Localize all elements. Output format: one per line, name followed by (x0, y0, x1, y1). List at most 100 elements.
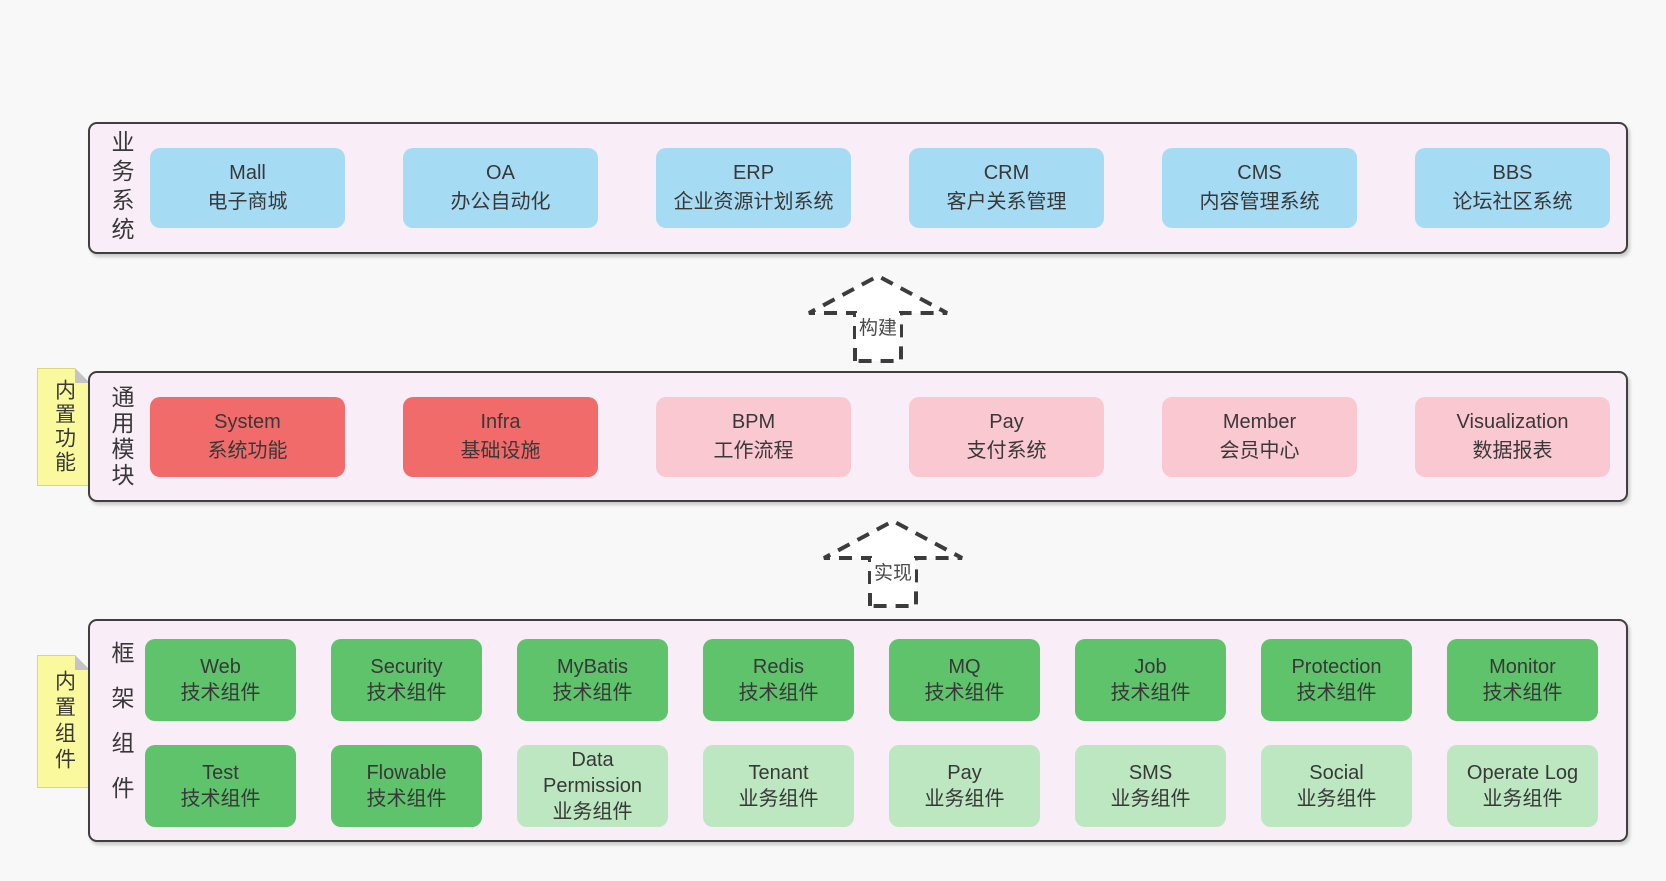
card-pay: Pay 支付系统 (909, 396, 1104, 477)
card-subtitle: 数据报表 (1472, 439, 1553, 462)
card-bbs: BBS 论坛社区系统 (1415, 148, 1610, 228)
card-subtitle: 技术组件 (924, 682, 1005, 704)
card-title: Pay (989, 410, 1024, 433)
card-title: Web (200, 656, 241, 678)
card-subtitle: 支付系统 (966, 439, 1047, 462)
card-mall: Mall 电子商城 (150, 148, 345, 228)
card-subtitle: 基础设施 (460, 439, 541, 462)
sticky-components-label: 内置组件 (52, 669, 76, 774)
band-framework-label: 框架组件 (108, 640, 134, 821)
card-subtitle: 办公自动化 (450, 191, 551, 213)
card-subtitle: 技术组件 (180, 682, 261, 704)
card-tenant: Tenant 业务组件 (703, 745, 854, 827)
card-job: Job 技术组件 (1075, 639, 1226, 721)
card-title: Protection (1291, 656, 1382, 678)
card-mybatis: MyBatis 技术组件 (517, 639, 668, 721)
card-subtitle: 论坛社区系统 (1452, 191, 1573, 213)
card-system: System 系统功能 (150, 396, 345, 477)
card-visualization: Visualization 数据报表 (1415, 396, 1610, 477)
card-title: BBS (1492, 162, 1533, 184)
card-title: Social (1309, 762, 1364, 784)
card-title: System (214, 410, 281, 433)
card-member: Member 会员中心 (1162, 396, 1357, 477)
card-web: Web 技术组件 (145, 639, 296, 721)
card-subtitle: 技术组件 (366, 788, 447, 810)
card-subtitle: 业务组件 (924, 788, 1005, 810)
arrow-implement: 实现 (820, 516, 966, 608)
card-subtitle: 技术组件 (366, 682, 447, 704)
arrow-build: 构建 (805, 271, 951, 363)
card-title: MQ (948, 656, 981, 678)
card-subtitle: 工作流程 (713, 439, 794, 462)
card-title: Member (1222, 410, 1297, 433)
card-title: Security (370, 656, 443, 678)
sticky-features-label: 内置功能 (52, 379, 76, 475)
business-box-row: Mall 电子商城 OA 办公自动化 ERP 企业资源计划系统 CRM 客户关系… (150, 148, 1610, 228)
card-subtitle: 技术组件 (1296, 682, 1377, 704)
card-subtitle: 系统功能 (207, 439, 288, 462)
card-monitor: Monitor 技术组件 (1447, 639, 1598, 721)
card-title: MyBatis (556, 656, 629, 678)
card-subtitle: 业务组件 (1296, 788, 1377, 810)
card-title: SMS (1128, 762, 1173, 784)
card-title: Data Permission (543, 749, 642, 797)
card-subtitle: 技术组件 (738, 682, 819, 704)
card-title: Flowable (366, 762, 447, 784)
card-title: Job (1134, 656, 1167, 678)
card-subtitle: 技术组件 (1110, 682, 1191, 704)
card-subtitle: 技术组件 (180, 788, 261, 810)
card-title: Tenant (748, 762, 809, 784)
band-business-label: 业务系统 (108, 130, 134, 246)
card-subtitle: 业务组件 (1482, 788, 1563, 810)
card-subtitle: 内容管理系统 (1199, 191, 1320, 213)
card-cms: CMS 内容管理系统 (1162, 148, 1357, 228)
card-oa: OA 办公自动化 (403, 148, 598, 228)
card-title: Visualization (1456, 410, 1569, 433)
card-title: Infra (480, 410, 521, 433)
card-title: Monitor (1489, 656, 1556, 678)
card-subtitle: 业务组件 (1110, 788, 1191, 810)
card-title: Redis (752, 656, 805, 678)
card-title: Operate Log (1466, 762, 1579, 784)
card-subtitle: 企业资源计划系统 (673, 191, 834, 213)
band-business-systems: 业务系统 Mall 电子商城 OA 办公自动化 ERP 企业资源计划系统 CRM… (88, 122, 1628, 254)
arrow-implement-label: 实现 (870, 558, 916, 585)
card-flowable: Flowable 技术组件 (331, 745, 482, 827)
modules-box-row: System 系统功能 Infra 基础设施 BPM 工作流程 Pay 支付系统… (150, 396, 1610, 477)
card-subtitle: 业务组件 (552, 801, 633, 823)
band-common-modules: 通用模块 System 系统功能 Infra 基础设施 BPM 工作流程 Pay… (88, 371, 1628, 502)
band-modules-label: 通用模块 (108, 384, 134, 489)
card-crm: CRM 客户关系管理 (909, 148, 1104, 228)
band-framework-components: 框架组件 Web 技术组件 Security 技术组件 MyBatis 技术组件… (88, 619, 1628, 842)
card-security: Security 技术组件 (331, 639, 482, 721)
card-title: ERP (732, 162, 775, 184)
sticky-builtin-features: 内置功能 (37, 368, 90, 486)
card-subtitle: 电子商城 (207, 191, 288, 213)
framework-box-row-2: Test 技术组件 Flowable 技术组件 Data Permission … (145, 745, 1598, 827)
sticky-builtin-components: 内置组件 (37, 655, 90, 788)
sticky-fold-icon (75, 655, 90, 670)
card-erp: ERP 企业资源计划系统 (656, 148, 851, 228)
card-bpm: BPM 工作流程 (656, 396, 851, 477)
arrow-build-label: 构建 (855, 313, 901, 340)
card-subtitle: 客户关系管理 (946, 191, 1067, 213)
framework-box-row-1: Web 技术组件 Security 技术组件 MyBatis 技术组件 Redi… (145, 639, 1598, 721)
card-protection: Protection 技术组件 (1261, 639, 1412, 721)
card-mq: MQ 技术组件 (889, 639, 1040, 721)
card-redis: Redis 技术组件 (703, 639, 854, 721)
card-title: BPM (731, 410, 776, 433)
card-subtitle: 业务组件 (738, 788, 819, 810)
card-title: OA (486, 162, 515, 184)
card-test: Test 技术组件 (145, 745, 296, 827)
card-title: Test (202, 762, 239, 784)
card-operate-log: Operate Log 业务组件 (1447, 745, 1598, 827)
card-infra: Infra 基础设施 (403, 396, 598, 477)
card-subtitle: 技术组件 (552, 682, 633, 704)
card-subtitle: 会员中心 (1219, 439, 1300, 462)
card-title: CMS (1237, 162, 1282, 184)
card-sms: SMS 业务组件 (1075, 745, 1226, 827)
sticky-fold-icon (75, 368, 90, 383)
card-social: Social 业务组件 (1261, 745, 1412, 827)
card-title: CRM (983, 162, 1030, 184)
